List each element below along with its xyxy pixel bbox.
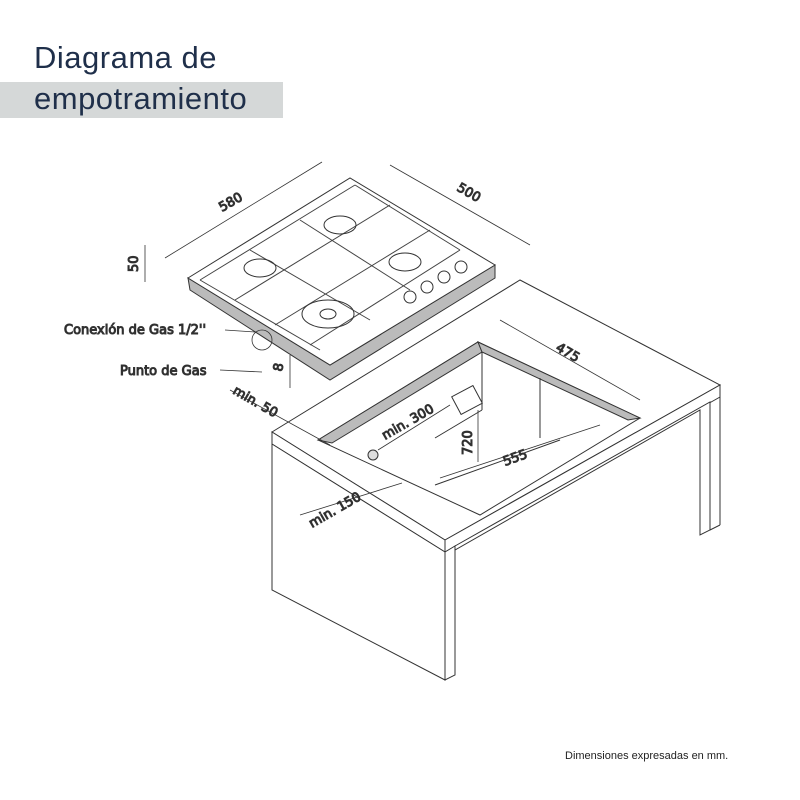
- gas-outlet-box: [451, 384, 483, 416]
- knob: [420, 280, 434, 294]
- knob: [437, 270, 451, 284]
- knob: [454, 260, 468, 274]
- gas-connection-label: Conexión de Gas 1/2'': [64, 323, 206, 338]
- hob: [187, 177, 496, 381]
- units-footnote: Dimensiones expresadas en mm.: [565, 750, 729, 762]
- dim-depth: 500: [454, 180, 483, 205]
- title-highlight: [0, 82, 283, 118]
- cutout: [316, 341, 642, 516]
- page-title-line1: Diagrama de: [34, 40, 217, 75]
- page-title-line2: empotramiento: [34, 81, 248, 116]
- right-leg: [454, 401, 711, 551]
- gas-point-label: Punto de Gas: [120, 364, 207, 379]
- gas-point-pipe: [367, 449, 379, 461]
- dim-height: 50: [127, 255, 142, 272]
- dim-gap: 8: [271, 362, 287, 373]
- dimension-lines: [144, 161, 641, 516]
- dim-min-back: min. 50: [230, 383, 280, 421]
- knob: [403, 290, 417, 304]
- dim-gas-height: 720: [461, 430, 476, 455]
